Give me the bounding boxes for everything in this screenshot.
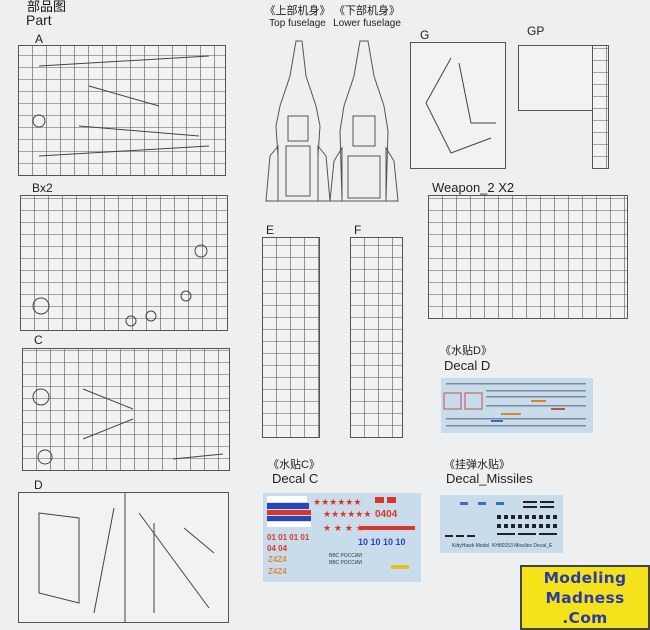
logo-line-2: Madness: [545, 589, 625, 607]
weapon-sprue-label: Weapon_2 X2: [432, 180, 515, 195]
decal-d-cn: 《水贴D》: [440, 345, 492, 357]
lower-fuselage-cn: 《下部机身》: [334, 5, 400, 17]
top-fuselage-cn: 《上部机身》: [264, 5, 331, 17]
sprue-g-label: G: [420, 28, 430, 42]
sprue-c-label: C: [34, 333, 43, 347]
decal-c-en: Decal C: [272, 471, 319, 486]
sprue-d-label: D: [34, 478, 43, 492]
logo-line-3: .Com: [562, 609, 608, 627]
decal-c-text-5: ВВС РОССИИ: [329, 553, 363, 559]
sprue-g: [410, 42, 506, 169]
decal-sheet-c: ★★★★★★ ★★★★★★ ★ ★ ★ ★ 0404 01 01 01 01 04 …: [263, 493, 421, 582]
sprue-f-label: F: [354, 223, 362, 237]
decal-missiles-cn: 《挂弹水贴》: [444, 459, 510, 471]
decal-c-text-2: 01 01 01 01: [267, 533, 310, 542]
decal-c-text-6: ВВС РОССИИ: [329, 560, 363, 566]
sprue-gp-label: GP: [527, 24, 545, 38]
logo-line-1: Modeling: [543, 569, 627, 587]
decal-missiles-text-1: KittyHawk Model: [452, 543, 490, 549]
decal-sheet-missiles: KittyHawk Model KH80153 Missiles Decal_E: [440, 495, 563, 553]
sprue-e: [262, 237, 320, 438]
sprue-gp-runner: [592, 45, 609, 169]
title-en: Part: [26, 12, 52, 28]
decal-c-text-4: 10 10 10 10: [358, 537, 406, 547]
decal-c-text-8: Z4Z4: [268, 567, 287, 576]
title-cn: 部品图: [27, 0, 67, 14]
sprue-b: [20, 195, 228, 331]
sprue-d: [18, 492, 229, 623]
decal-c-text-7: Z4Z4: [268, 555, 287, 564]
sprue-b-label: Bx2: [32, 181, 53, 195]
svg-text:★★★★★★: ★★★★★★: [313, 498, 361, 508]
svg-text:★ ★ ★ ★: ★ ★ ★ ★: [323, 524, 364, 534]
decal-missiles-en: Decal_Missiles: [446, 471, 533, 486]
decal-c-cn: 《水贴C》: [268, 459, 320, 471]
top-fuselage-en: Top fuselage: [269, 18, 326, 29]
fuselage-drawings: [265, 40, 399, 202]
decal-c-text-1: 0404: [375, 509, 398, 520]
decal-missiles-text-2: KH80153 Missiles Decal_E: [492, 543, 553, 549]
decal-d-en: Decal D: [444, 358, 491, 373]
sprue-f: [350, 237, 403, 438]
sprue-a: [18, 45, 226, 176]
sprue-gp: [518, 45, 593, 111]
sprue-c: [22, 348, 230, 471]
weapon-sprue: [428, 195, 628, 319]
decal-c-text-3: 04 04: [267, 544, 288, 553]
sprue-a-label: A: [35, 32, 44, 46]
lower-fuselage-en: Lower fuselage: [333, 18, 401, 29]
sprue-e-label: E: [266, 223, 275, 237]
decal-sheet-d: [441, 378, 593, 433]
svg-text:★★★★★★: ★★★★★★: [323, 510, 371, 520]
modeling-madness-logo: Modeling Madness .Com: [520, 565, 650, 630]
